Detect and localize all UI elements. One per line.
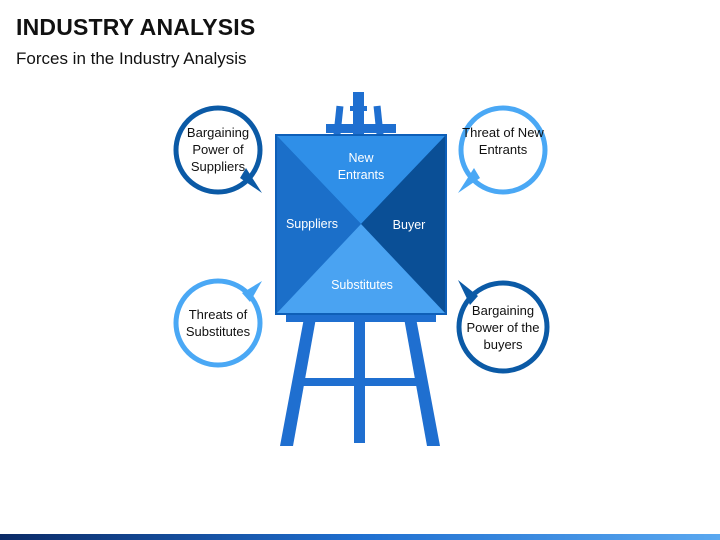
bubble-bottom-left bbox=[173, 278, 263, 368]
bottom-accent-bar bbox=[0, 534, 720, 540]
bubble-text-new-entrants-threat: Threat of New Entrants bbox=[462, 125, 544, 157]
board-label-new-entrants: New Entrants bbox=[337, 151, 385, 182]
bubble-top-left bbox=[173, 105, 263, 195]
bubble-bottom-right bbox=[456, 280, 550, 374]
board bbox=[275, 134, 447, 315]
triangle-left bbox=[277, 136, 361, 313]
bubble-text-buyers-power: Bargaining Power of the buyers bbox=[466, 303, 540, 352]
bubble-text-substitutes-threat: Threats of Substitutes bbox=[185, 307, 251, 339]
bubble-top-right bbox=[458, 105, 548, 195]
triangle-bottom bbox=[277, 224, 445, 313]
board-label-substitutes: Substitutes bbox=[331, 278, 393, 292]
easel-top bbox=[326, 92, 396, 137]
triangle-right bbox=[361, 136, 445, 313]
page-title: INDUSTRY ANALYSIS bbox=[16, 14, 256, 40]
triangle-top bbox=[277, 136, 445, 224]
board-label-suppliers: Suppliers bbox=[285, 217, 339, 231]
board-label-buyer: Buyer bbox=[392, 218, 426, 232]
bubble-text-suppliers-power: Bargaining Power of Suppliers bbox=[186, 125, 250, 174]
easel-legs bbox=[280, 313, 440, 446]
page-subtitle: Forces in the Industry Analysis bbox=[16, 49, 247, 68]
